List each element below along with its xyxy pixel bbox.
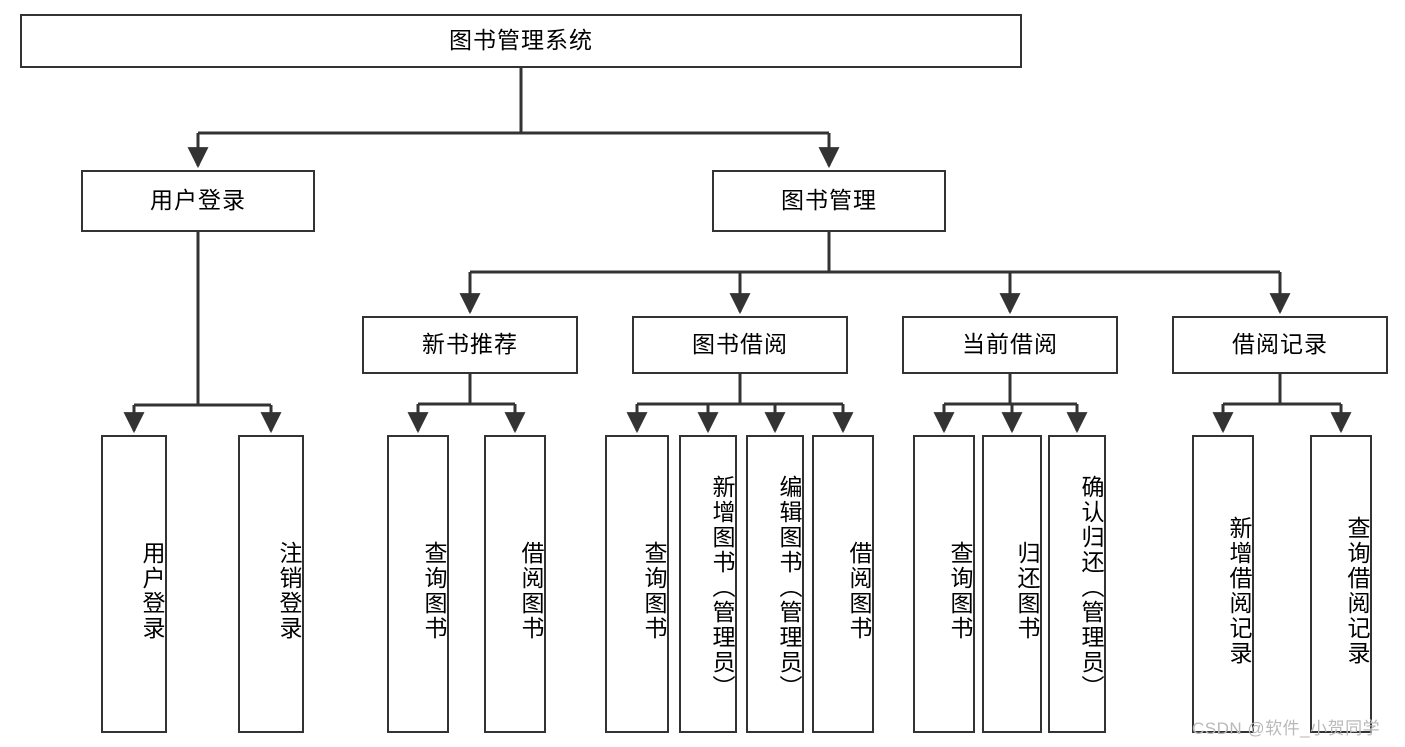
node-leaf-return-book[interactable]: 归还图书 [982,435,1042,733]
node-leaf-add-record-label: 新增借阅记录 [1226,516,1252,666]
node-leaf-borrow-book[interactable]: 借阅图书 [812,435,874,733]
node-leaf-logout-label: 注销登录 [276,541,302,641]
node-leaf-confirm-return[interactable]: 确认归还（管理员） [1048,435,1106,733]
node-leaf-edit-book-label: 编辑图书（管理员） [776,474,802,700]
node-book-manage[interactable]: 图书管理 [712,170,946,232]
node-root[interactable]: 图书管理系统 [20,14,1022,68]
node-leaf-edit-book[interactable]: 编辑图书（管理员） [746,435,804,733]
node-user-login[interactable]: 用户登录 [81,170,315,232]
node-leaf-query-record[interactable]: 查询借阅记录 [1310,435,1372,733]
node-leaf-query-book-borrow[interactable]: 查询图书 [605,435,669,733]
node-borrow-record-label: 借阅记录 [1232,331,1328,358]
node-leaf-query-book-rec-label: 查询图书 [421,541,447,641]
node-current-borrow-label: 当前借阅 [962,331,1058,358]
node-current-borrow[interactable]: 当前借阅 [902,316,1118,374]
node-new-book-rec[interactable]: 新书推荐 [362,316,578,374]
node-leaf-add-book-label: 新增图书（管理员） [709,474,735,700]
node-leaf-borrow-book-rec[interactable]: 借阅图书 [484,435,546,733]
node-leaf-borrow-book-rec-label: 借阅图书 [518,541,544,641]
node-leaf-query-book-cur-label: 查询图书 [947,541,973,641]
node-leaf-query-book-rec[interactable]: 查询图书 [387,435,449,733]
node-leaf-confirm-return-label: 确认归还（管理员） [1078,474,1104,700]
node-leaf-user-login-label: 用户登录 [139,541,165,641]
node-leaf-return-book-label: 归还图书 [1014,541,1040,641]
node-user-login-label: 用户登录 [150,187,246,214]
node-leaf-add-record[interactable]: 新增借阅记录 [1192,435,1254,733]
node-leaf-user-login[interactable]: 用户登录 [101,435,167,733]
node-root-label: 图书管理系统 [449,27,593,54]
node-leaf-query-book-borrow-label: 查询图书 [641,541,667,641]
node-leaf-query-book-cur[interactable]: 查询图书 [913,435,975,733]
node-leaf-borrow-book-label: 借阅图书 [846,541,872,641]
node-leaf-query-record-label: 查询借阅记录 [1344,516,1370,666]
node-leaf-logout[interactable]: 注销登录 [238,435,304,733]
node-book-manage-label: 图书管理 [781,187,877,214]
node-book-borrow-label: 图书借阅 [692,331,788,358]
node-book-borrow[interactable]: 图书借阅 [632,316,848,374]
node-new-book-rec-label: 新书推荐 [422,331,518,358]
node-borrow-record[interactable]: 借阅记录 [1172,316,1388,374]
watermark-text: CSDN @软件_小贺同学 [1192,719,1381,738]
node-leaf-add-book[interactable]: 新增图书（管理员） [679,435,737,733]
